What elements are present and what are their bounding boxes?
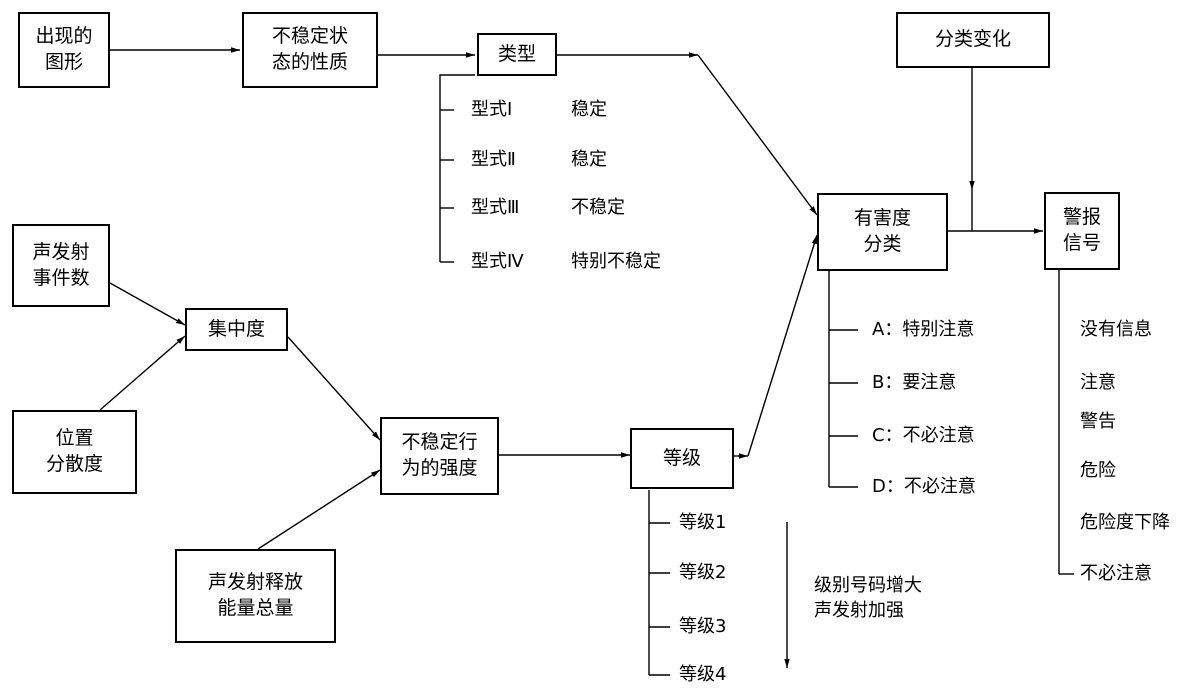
type-form-label: 型式Ⅲ xyxy=(471,197,520,218)
alarm-item-label: 不必注意 xyxy=(1080,563,1152,584)
alarm-item-label: 危险 xyxy=(1080,460,1116,481)
box-ae-energy: 声发射释放 能量总量 xyxy=(175,549,336,643)
box-class-change: 分类变化 xyxy=(896,12,1050,68)
box-ae-events: 声发射 事件数 xyxy=(12,224,110,307)
hazard-item-label: B：要注意 xyxy=(872,372,957,393)
alarm-item-label: 警告 xyxy=(1080,411,1116,432)
type-state-label: 不稳定 xyxy=(571,197,625,218)
arrow-concentration-to-intensity xyxy=(287,336,381,441)
alarm-item-label: 没有信息 xyxy=(1080,319,1152,340)
arrow-events-to-concentration xyxy=(109,282,186,326)
grade-item-label: 等级2 xyxy=(679,562,727,583)
grade-note: 级别号码增大 声发射加强 xyxy=(814,575,922,622)
box-grade: 等级 xyxy=(630,428,734,489)
box-nature: 不稳定状 态的性质 xyxy=(242,12,378,88)
type-form-label: 型式Ⅱ xyxy=(471,149,516,170)
type-state-label: 稳定 xyxy=(571,149,607,170)
box-type: 类型 xyxy=(477,33,557,76)
box-alarm: 警报 信号 xyxy=(1044,192,1120,270)
arrow-energy-to-intensity xyxy=(257,469,381,550)
arrow-type-to-hazard-b xyxy=(697,54,818,216)
alarm-item-label: 注意 xyxy=(1080,372,1116,393)
alarm-item-label: 危险度下降 xyxy=(1080,512,1170,533)
type-form-label: 型式Ⅰ xyxy=(471,99,513,120)
box-figures: 出现的 图形 xyxy=(18,12,110,88)
type-bracket xyxy=(439,74,475,262)
type-state-label: 稳定 xyxy=(571,99,607,120)
box-intensity: 不稳定行 为的强度 xyxy=(380,417,499,495)
type-form-label: 型式Ⅳ xyxy=(471,251,524,272)
arrow-grade-to-hazard-b xyxy=(747,234,818,457)
grade-item-label: 等级1 xyxy=(679,512,727,533)
arrow-position-to-concentration xyxy=(99,335,186,411)
hazard-item-label: C：不必注意 xyxy=(872,425,975,446)
hazard-item-label: A：特别注意 xyxy=(872,319,975,340)
box-concentration: 集中度 xyxy=(185,308,288,351)
hazard-item-label: D：不必注意 xyxy=(872,476,976,497)
grade-item-label: 等级3 xyxy=(679,616,727,637)
box-hazard: 有害度 分类 xyxy=(817,193,948,271)
type-state-label: 特别不稳定 xyxy=(571,251,661,272)
grade-item-label: 等级4 xyxy=(679,664,727,685)
box-position: 位置 分散度 xyxy=(12,410,137,494)
